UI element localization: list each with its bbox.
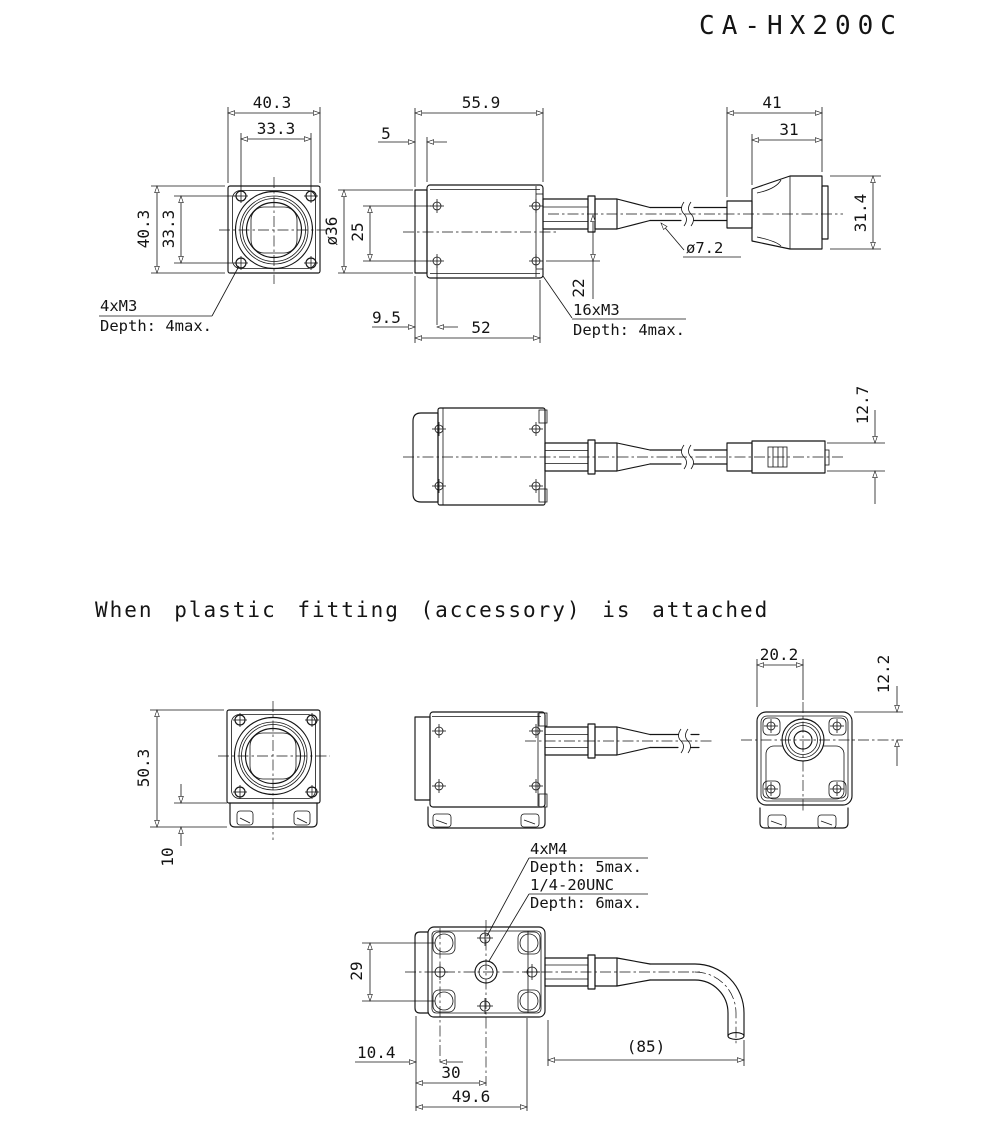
dim-cable-bend: (85) (627, 1037, 666, 1056)
dim-base-height: 10 (158, 847, 177, 866)
side-view (403, 184, 556, 279)
label-bottom-tripod-depth: Depth: 6max. (530, 894, 642, 912)
dim-side-length: 55.9 (462, 93, 501, 112)
lens-mount-cap (412, 412, 439, 503)
fitted-rear-view: 20.2 12.2 (741, 645, 903, 829)
cable-break (681, 201, 687, 227)
cable-boot (726, 200, 753, 229)
dim-fitted-height: 50.3 (134, 749, 153, 788)
dim-lens-diameter: ø36 (322, 217, 341, 246)
dim-side-mount-protrusion: 5 (381, 124, 391, 143)
label-cable-diameter: ø7.2 (686, 239, 723, 257)
drawing-title: CA-HX200C (699, 11, 903, 41)
label-side-tap: 16xM3 (573, 301, 620, 319)
dim-front-hole-span-w: 33.3 (257, 119, 296, 138)
section-note: When plastic fitting (accessory) is atta… (95, 598, 769, 622)
label-front-tap: 4xM3 (100, 297, 137, 315)
dim-bottom-hole-offset: 10.4 (357, 1043, 396, 1062)
fitting-base (427, 806, 546, 829)
dim-rear-connector-offset-y: 12.2 (874, 655, 893, 694)
dim-side-hole-span: 25 (348, 222, 367, 241)
top-view: 12.7 (403, 386, 885, 506)
latch-notch (756, 179, 782, 194)
label-bottom-tripod: 1/4-20UNC (530, 876, 614, 894)
fitting-base (759, 807, 849, 829)
circular-connector-view: 41 31 31.4 (726, 93, 881, 250)
m4-hole (476, 929, 494, 947)
cable-end (727, 1032, 745, 1040)
dim-bottom-length: 49.6 (452, 1087, 491, 1106)
dim-side-body-length: 52 (471, 318, 490, 337)
lens-mount-cap (414, 931, 429, 1014)
lens-mount-cap (414, 189, 428, 274)
dim-front-height: 40.3 (134, 210, 153, 249)
side-view-dimensions: 55.9 5 ø36 25 9.5 52 22 16xM3 Depth: 4ma… (322, 93, 741, 343)
label-front-tap-depth: Depth: 4max. (100, 317, 212, 335)
dim-connector-height: 31.4 (851, 194, 870, 233)
dim-front-hole-span-h: 33.3 (159, 210, 178, 249)
dim-side-hole-offset: 9.5 (372, 308, 401, 327)
dim-connector-length: 41 (762, 93, 781, 112)
bottom-view: 4xM4 Depth: 5max. 1/4-20UNC Depth: 6max.… (347, 840, 745, 1111)
fitted-side-view (414, 711, 713, 829)
fitted-front-view: 50.3 10 (134, 701, 330, 867)
dim-front-width: 40.3 (253, 93, 292, 112)
dim-bottom-hole-span-v: 29 (347, 961, 366, 980)
cable-bend-outer (649, 963, 745, 1037)
fitting-base (229, 802, 318, 828)
front-view (219, 177, 331, 284)
label-side-tap-depth: Depth: 4max. (573, 321, 685, 339)
dim-side-tap-height: 22 (569, 278, 588, 297)
camera-body (426, 184, 544, 279)
dim-rear-connector-offset-x: 20.2 (760, 645, 799, 664)
label-bottom-tap-depth: Depth: 5max. (530, 858, 642, 876)
camera-body (437, 407, 546, 506)
side-cable (542, 195, 843, 233)
label-bottom-tap: 4xM4 (530, 840, 567, 858)
dim-bottom-center-offset: 30 (441, 1063, 460, 1082)
dim-top-connector-height: 12.7 (853, 386, 872, 425)
dim-connector-body-length: 31 (779, 120, 798, 139)
m4-hole (476, 997, 494, 1015)
front-view-dimensions: 40.3 33.3 40.3 33.3 4xM3 Depth: 4max. (99, 93, 321, 335)
